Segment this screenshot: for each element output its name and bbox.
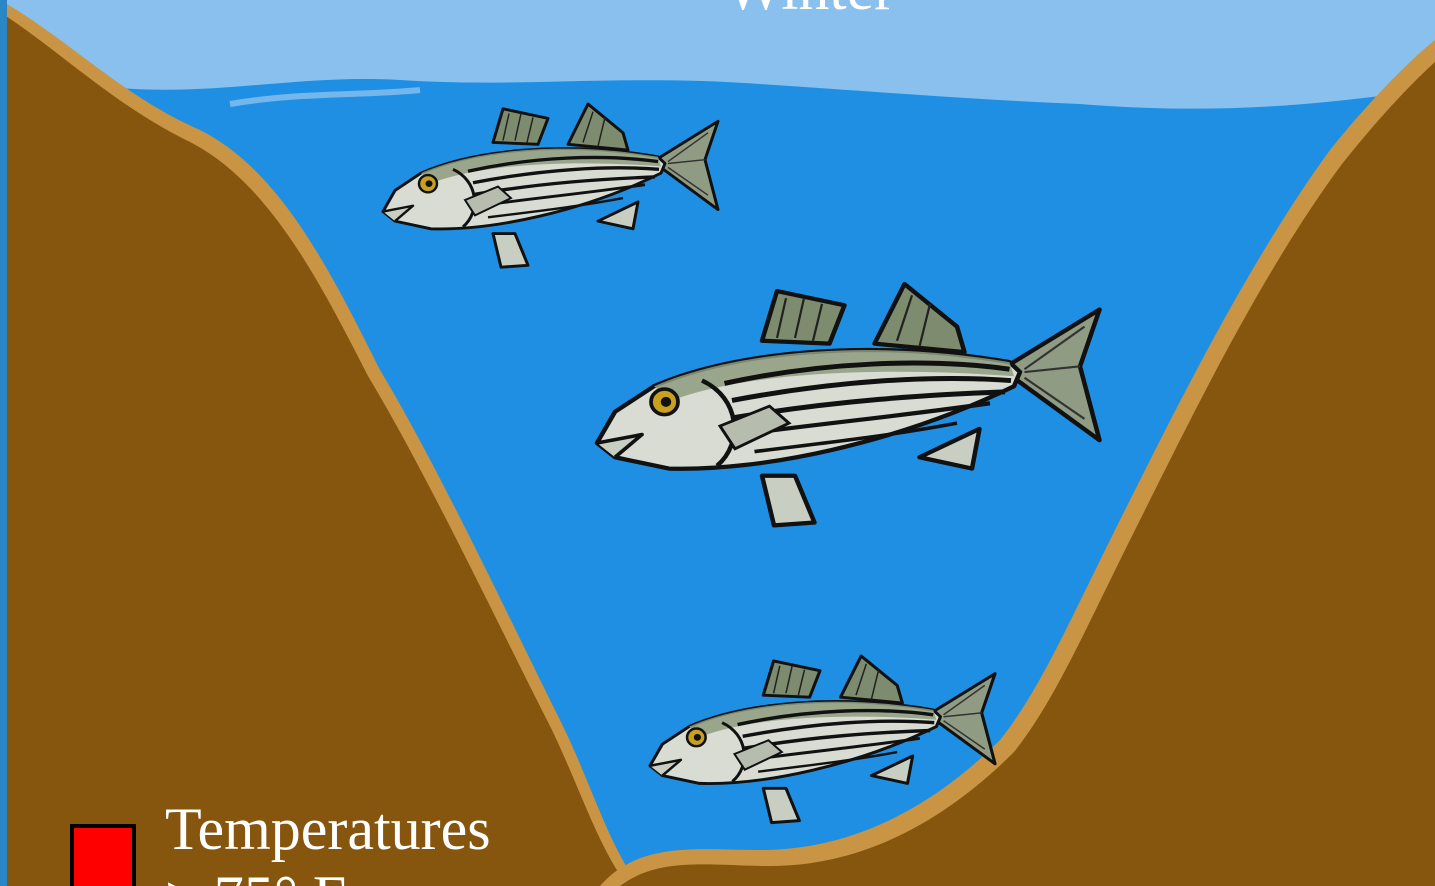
temperature-legend-value: > 75° F (165, 864, 346, 886)
temperature-legend-title: Temperatures (165, 796, 491, 862)
temperature-legend-swatch (70, 824, 136, 886)
season-title: Winter (600, 0, 1020, 20)
left-edge-stripe (0, 0, 7, 886)
